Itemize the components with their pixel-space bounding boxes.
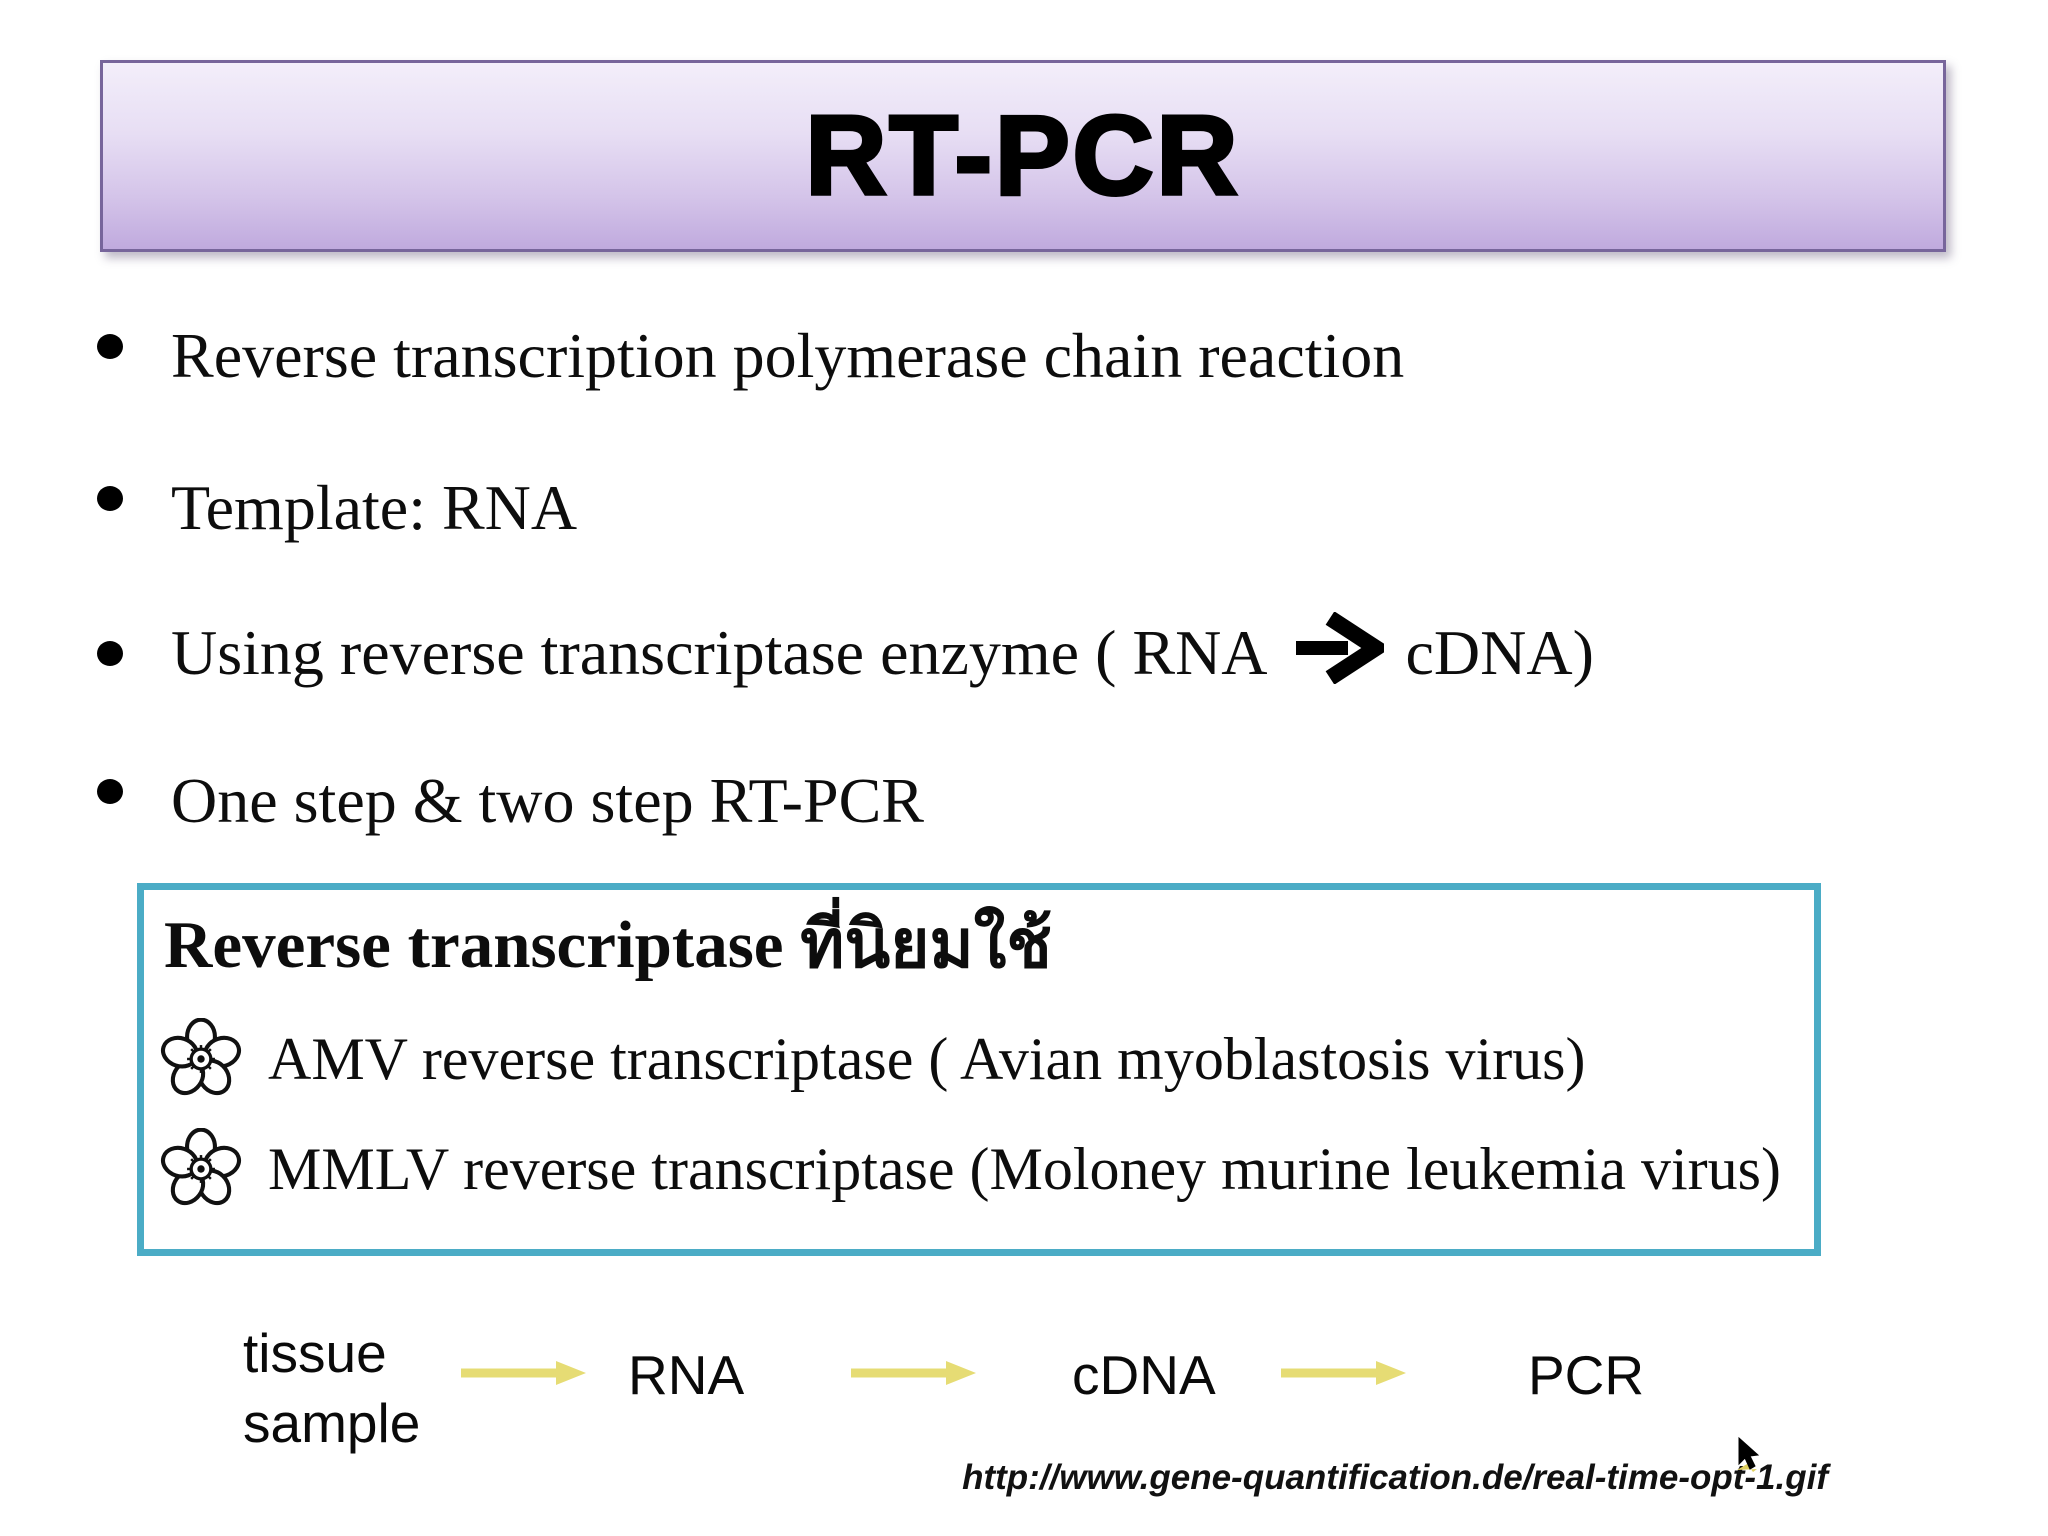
list-item-amv: AMV reverse transcriptase ( Avian myobla…: [160, 1018, 1586, 1100]
bullet-item-rtpcr-definition: Reverse transcription polymerase chain r…: [97, 318, 1404, 394]
title-banner: RT-PCR: [100, 60, 1946, 252]
box-heading: Reverse transcriptase ที่นิยมใช้: [164, 908, 1052, 982]
bullet-text: One step & two step RT-PCR: [171, 765, 924, 836]
flow-node-rna: RNA: [628, 1344, 745, 1406]
flow-node-cdna: cDNA: [1072, 1344, 1216, 1406]
bullet-dot-icon: [97, 640, 123, 666]
list-item-text: AMV reverse transcriptase ( Avian myobla…: [268, 1025, 1586, 1092]
list-item-mmlv: MMLV reverse transcriptase (Moloney muri…: [160, 1128, 1781, 1210]
flow-node-tissue-sample: tissue sample: [243, 1322, 421, 1454]
bullet-item-enzyme: Using reverse transcriptase enzyme ( RNA…: [97, 608, 1594, 698]
right-arrow-icon: [1295, 612, 1384, 684]
flow-arrow-icon: [458, 1358, 588, 1388]
reverse-transcriptase-box: Reverse transcriptase ที่นิยมใช้ AMV rev…: [137, 883, 1821, 1256]
bullet-text: Reverse transcription polymerase chain r…: [171, 320, 1405, 391]
bullet-dot-icon: [97, 486, 123, 511]
list-item-text: MMLV reverse transcriptase (Moloney muri…: [268, 1135, 1781, 1202]
flow-arrow-icon: [848, 1358, 978, 1388]
source-url: http://www.gene-quantification.de/real-t…: [962, 1458, 1828, 1497]
page-title: RT-PCR: [804, 93, 1241, 218]
mouse-cursor-icon: [1737, 1436, 1760, 1472]
bullet-text-after-arrow: cDNA): [1405, 617, 1594, 688]
bullet-item-one-two-step: One step & two step RT-PCR: [97, 763, 924, 839]
flow-arrow-icon: [1278, 1358, 1408, 1388]
bullet-dot-icon: [97, 334, 123, 359]
bullet-text: Template: RNA: [171, 472, 578, 543]
flower-icon: [160, 1018, 242, 1100]
bullet-text-before-arrow: Using reverse transcriptase enzyme ( RNA: [171, 617, 1268, 688]
bullet-item-template: Template: RNA: [97, 470, 577, 546]
flow-node-pcr: PCR: [1528, 1344, 1645, 1406]
bullet-dot-icon: [97, 779, 123, 804]
flower-icon: [160, 1128, 242, 1210]
